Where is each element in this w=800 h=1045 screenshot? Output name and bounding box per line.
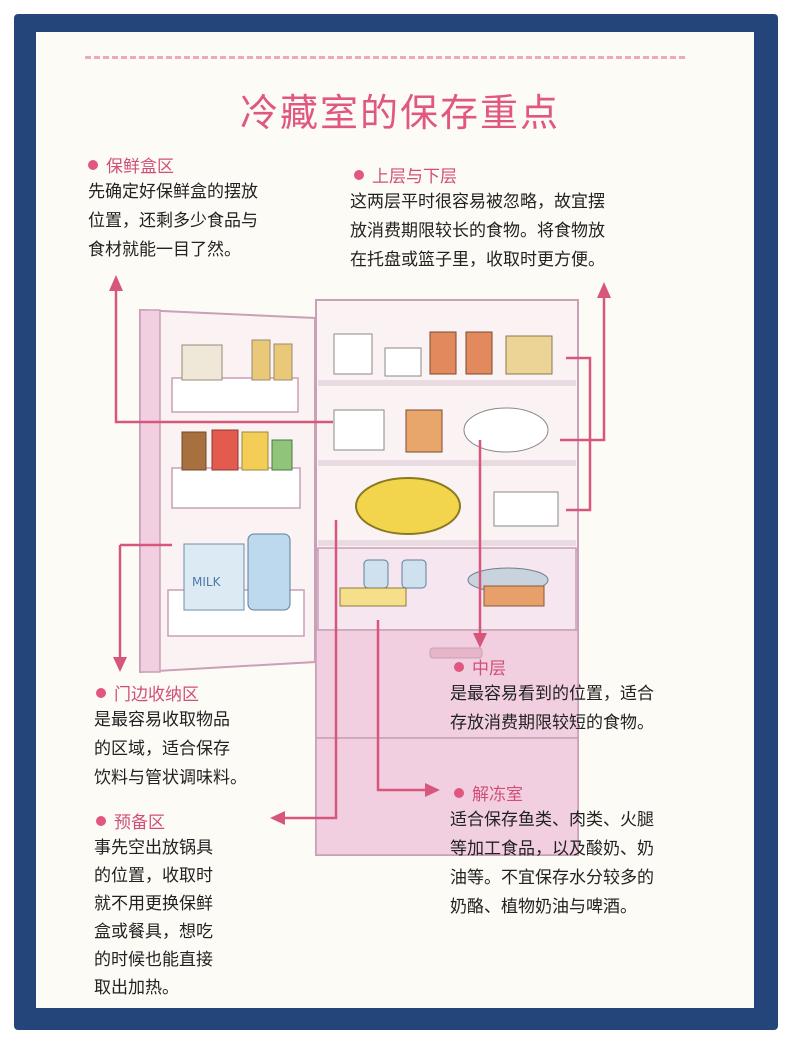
sauce-bottle bbox=[241, 431, 269, 471]
container-zone-text: 先确定好保鲜盒的摆放 位置，还剩多少食品与 食材就能一目了然。 bbox=[88, 178, 258, 265]
egg-carton bbox=[493, 491, 559, 527]
shelf bbox=[318, 540, 576, 546]
seasoning-packet bbox=[273, 343, 293, 381]
text-line: 等加工食品，以及酸奶、奶 bbox=[450, 839, 654, 859]
sauce-bottle bbox=[211, 429, 239, 471]
text-line: 存放消费期限较短的食物。 bbox=[450, 713, 654, 733]
sauce-bottle bbox=[181, 431, 207, 471]
milk-carton bbox=[183, 543, 245, 611]
container-zone-label: 保鲜盒区 bbox=[106, 157, 174, 177]
page-title: 冷藏室的保存重点 bbox=[239, 91, 560, 135]
bullet-dot bbox=[88, 159, 98, 170]
text-line: 在托盘或篮子里，收取时更方便。 bbox=[350, 250, 605, 270]
meat bbox=[483, 585, 545, 607]
text-line: 放消费期限较长的食物。将食物放 bbox=[350, 221, 605, 241]
middle-label: 中层 bbox=[472, 659, 506, 679]
text-line: 这两层平时很容易被忽略，故宜摆 bbox=[350, 192, 605, 212]
bullet-dot bbox=[354, 169, 364, 180]
text-line: 食材就能一目了然。 bbox=[88, 240, 241, 260]
thaw-label: 解冻室 bbox=[472, 785, 523, 805]
middle-text: 是最容易看到的位置，适合 存放消费期限较短的食物。 bbox=[450, 680, 654, 738]
jar bbox=[429, 331, 457, 375]
yogurt bbox=[401, 559, 427, 589]
text-line: 的位置，收取时 bbox=[94, 866, 213, 886]
shelf bbox=[318, 380, 576, 386]
text-line: 就不用更换保鲜 bbox=[94, 894, 213, 914]
upper-lower-label: 上层与下层 bbox=[372, 167, 457, 187]
drink-bottle bbox=[247, 533, 291, 611]
text-line: 先确定好保鲜盒的摆放 bbox=[88, 182, 258, 202]
yogurt bbox=[363, 559, 389, 589]
label-reserve: 预备区 bbox=[96, 808, 165, 833]
reserve-text: 事先空出放锅具 的位置，收取时 就不用更换保鲜 盒或餐具，想吃 的时候也能直接 … bbox=[94, 834, 213, 1002]
text-line: 适合保存鱼类、肉类、火腿 bbox=[450, 810, 654, 830]
jar bbox=[465, 331, 493, 375]
thaw-text: 适合保存鱼类、肉类、火腿 等加工食品，以及酸奶、奶 油等。不宜保存水分较多的 奶… bbox=[450, 806, 654, 922]
jar bbox=[405, 409, 443, 453]
door-zone-label: 门边收纳区 bbox=[114, 685, 199, 705]
bullet-dot bbox=[454, 787, 464, 798]
arrowheads bbox=[109, 275, 611, 825]
seasoning-packet bbox=[251, 339, 271, 381]
text-line: 是最容易看到的位置，适合 bbox=[450, 684, 654, 704]
label-container-zone: 保鲜盒区 bbox=[88, 152, 174, 177]
container bbox=[333, 333, 373, 375]
door-zone-text: 是最容易收取物品 的区域，适合保存 饮料与管状调味料。 bbox=[94, 706, 247, 793]
text-line: 盒或餐具，想吃 bbox=[94, 922, 213, 942]
bullet-dot bbox=[96, 687, 106, 698]
bowl bbox=[463, 407, 549, 453]
text-line: 事先空出放锅具 bbox=[94, 838, 213, 858]
bullet-dot bbox=[454, 661, 464, 672]
text-line: 的区域，适合保存 bbox=[94, 739, 230, 759]
bullet-dot bbox=[96, 815, 106, 826]
reserve-label: 预备区 bbox=[114, 813, 165, 833]
door-bin bbox=[171, 377, 299, 413]
seasoning-packet bbox=[181, 344, 223, 381]
shelf bbox=[318, 460, 576, 466]
tin bbox=[505, 335, 553, 375]
connector-lines bbox=[114, 285, 606, 820]
text-line: 油等。不宜保存水分较多的 bbox=[450, 868, 654, 888]
label-door-zone: 门边收纳区 bbox=[96, 680, 199, 705]
text-line: 奶酪、植物奶油与啤酒。 bbox=[450, 897, 637, 917]
drawer-handle bbox=[429, 647, 483, 659]
label-thaw: 解冻室 bbox=[454, 780, 523, 805]
text-line: 取出加热。 bbox=[94, 978, 179, 998]
upper-lower-text: 这两层平时很容易被忽略，故宜摆 放消费期限较长的食物。将食物放 在托盘或篮子里，… bbox=[350, 188, 605, 275]
door-bin bbox=[171, 467, 301, 509]
milk-carton-text: MILK bbox=[192, 575, 222, 589]
text-line: 是最容易收取物品 bbox=[94, 710, 230, 730]
text-line: 饮料与管状调味料。 bbox=[94, 768, 247, 788]
container bbox=[384, 347, 422, 377]
text-line: 位置，还剩多少食品与 bbox=[88, 211, 258, 231]
butter bbox=[339, 587, 407, 607]
label-middle: 中层 bbox=[454, 654, 506, 679]
pot bbox=[355, 477, 461, 535]
container bbox=[333, 409, 385, 451]
text-line: 的时候也能直接 bbox=[94, 950, 213, 970]
label-upper-lower: 上层与下层 bbox=[354, 162, 457, 187]
door-edge bbox=[139, 309, 161, 673]
bottom-drawer bbox=[315, 737, 579, 856]
dashed-border-top bbox=[85, 56, 685, 59]
tube-seasoning bbox=[271, 439, 293, 471]
